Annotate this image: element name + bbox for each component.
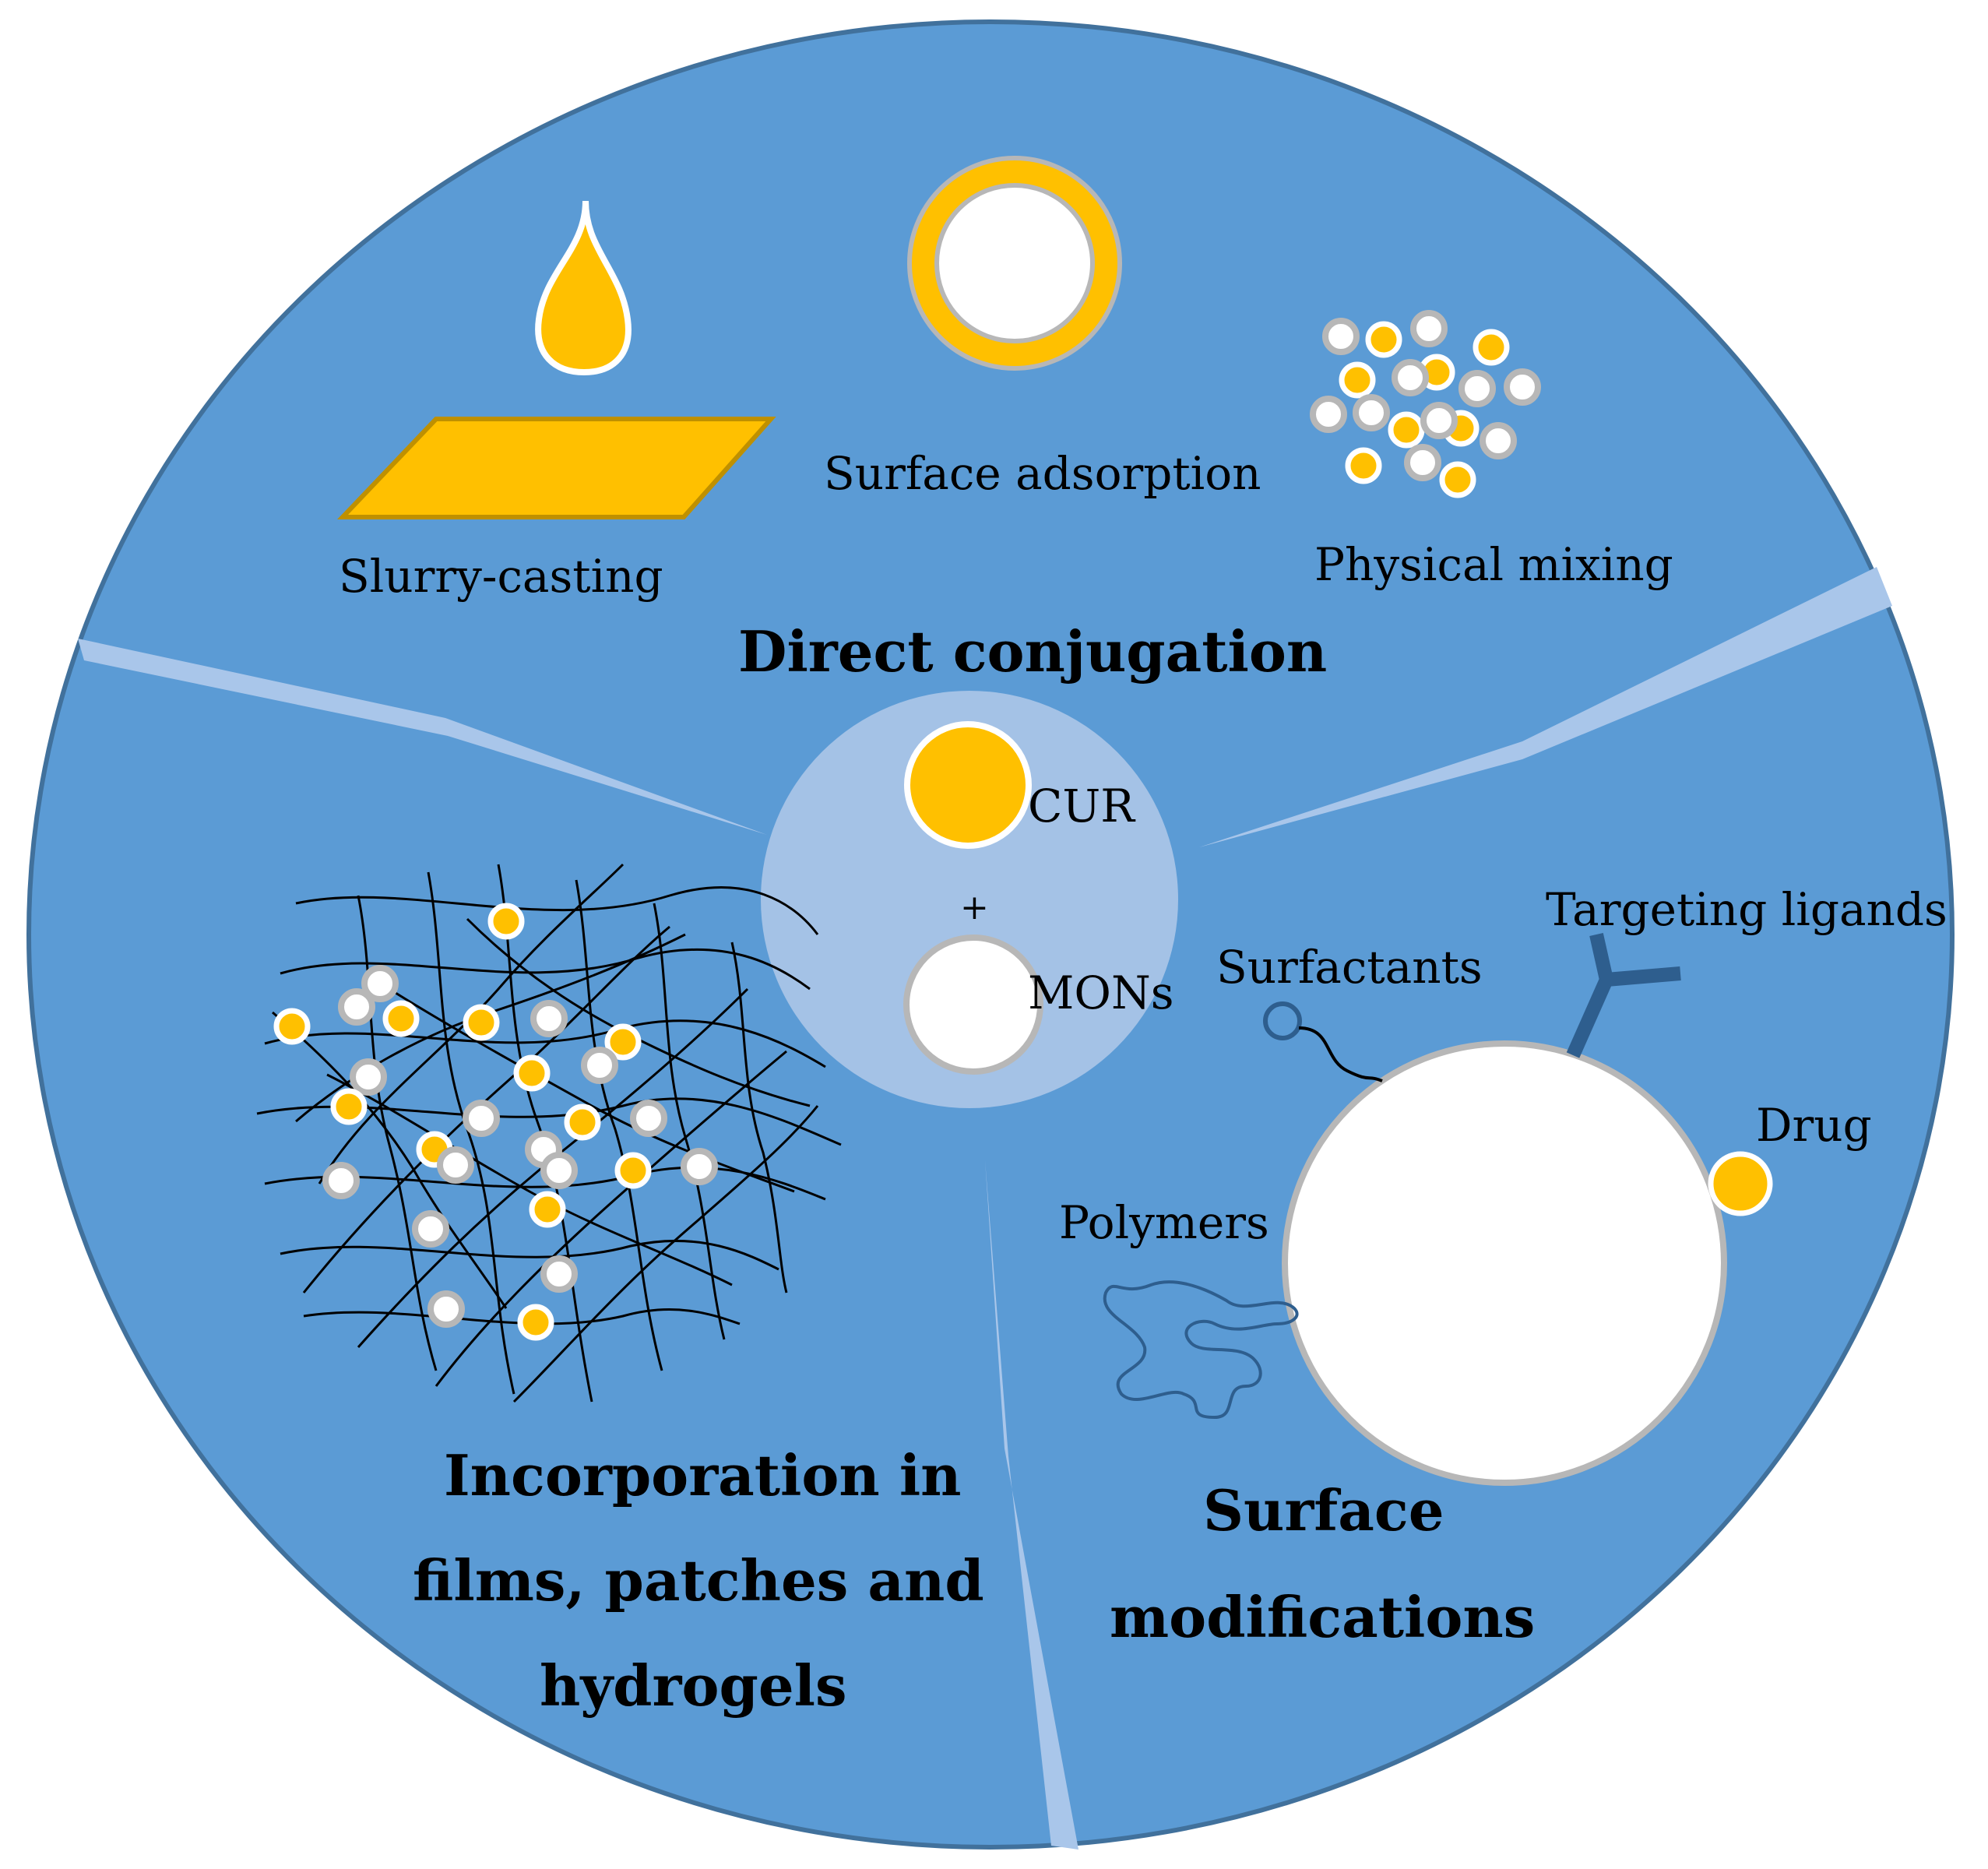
- drug-label: Drug: [1756, 1099, 1872, 1152]
- y-ligand-icon: [1566, 933, 1681, 1058]
- polymer-chain-icon: [1103, 1280, 1299, 1420]
- mons-label: MONs: [1028, 966, 1173, 1019]
- mon-particle-icon: [903, 935, 1043, 1075]
- drug-particle-icon: [1708, 1151, 1773, 1216]
- targeting-ligands-label: Targeting ligands: [1546, 883, 1948, 936]
- slurry-casting-label: Slurry-casting: [339, 550, 663, 603]
- surface-title-line2: modifications: [1110, 1584, 1535, 1650]
- incorporation-title-line3: hydrogels: [540, 1653, 847, 1719]
- cur-label: CUR: [1028, 780, 1136, 832]
- divider-left: [78, 639, 767, 835]
- divider-right: [1199, 567, 1892, 847]
- slurry-plate-icon: [337, 417, 776, 519]
- direct-conjugation-title: Direct conjugation: [738, 618, 1327, 685]
- surface-adsorption-label: Surface adsorption: [824, 447, 1261, 500]
- particle-mix-icon: [1310, 310, 1541, 498]
- droplet-icon: [535, 200, 632, 376]
- adsorption-core-icon: [934, 183, 1095, 343]
- nanoparticle-core: [1282, 1040, 1727, 1486]
- polymers-label: Polymers: [1059, 1196, 1269, 1249]
- incorporation-title-line1: Incorporation in: [444, 1442, 962, 1508]
- surfactant-tail-icon: [1298, 1026, 1383, 1082]
- mesh-particles: [273, 903, 718, 1341]
- incorporation-title-line2: films, patches and: [413, 1547, 984, 1614]
- surfactant-head-icon: [1263, 1001, 1302, 1040]
- center-circle: [761, 691, 1178, 1108]
- cur-particle-icon: [904, 721, 1032, 849]
- surface-title-line1: Surface: [1203, 1477, 1444, 1543]
- surfactants-label: Surfactants: [1216, 941, 1483, 994]
- physical-mixing-label: Physical mixing: [1314, 538, 1673, 591]
- plus-label: +: [960, 888, 989, 927]
